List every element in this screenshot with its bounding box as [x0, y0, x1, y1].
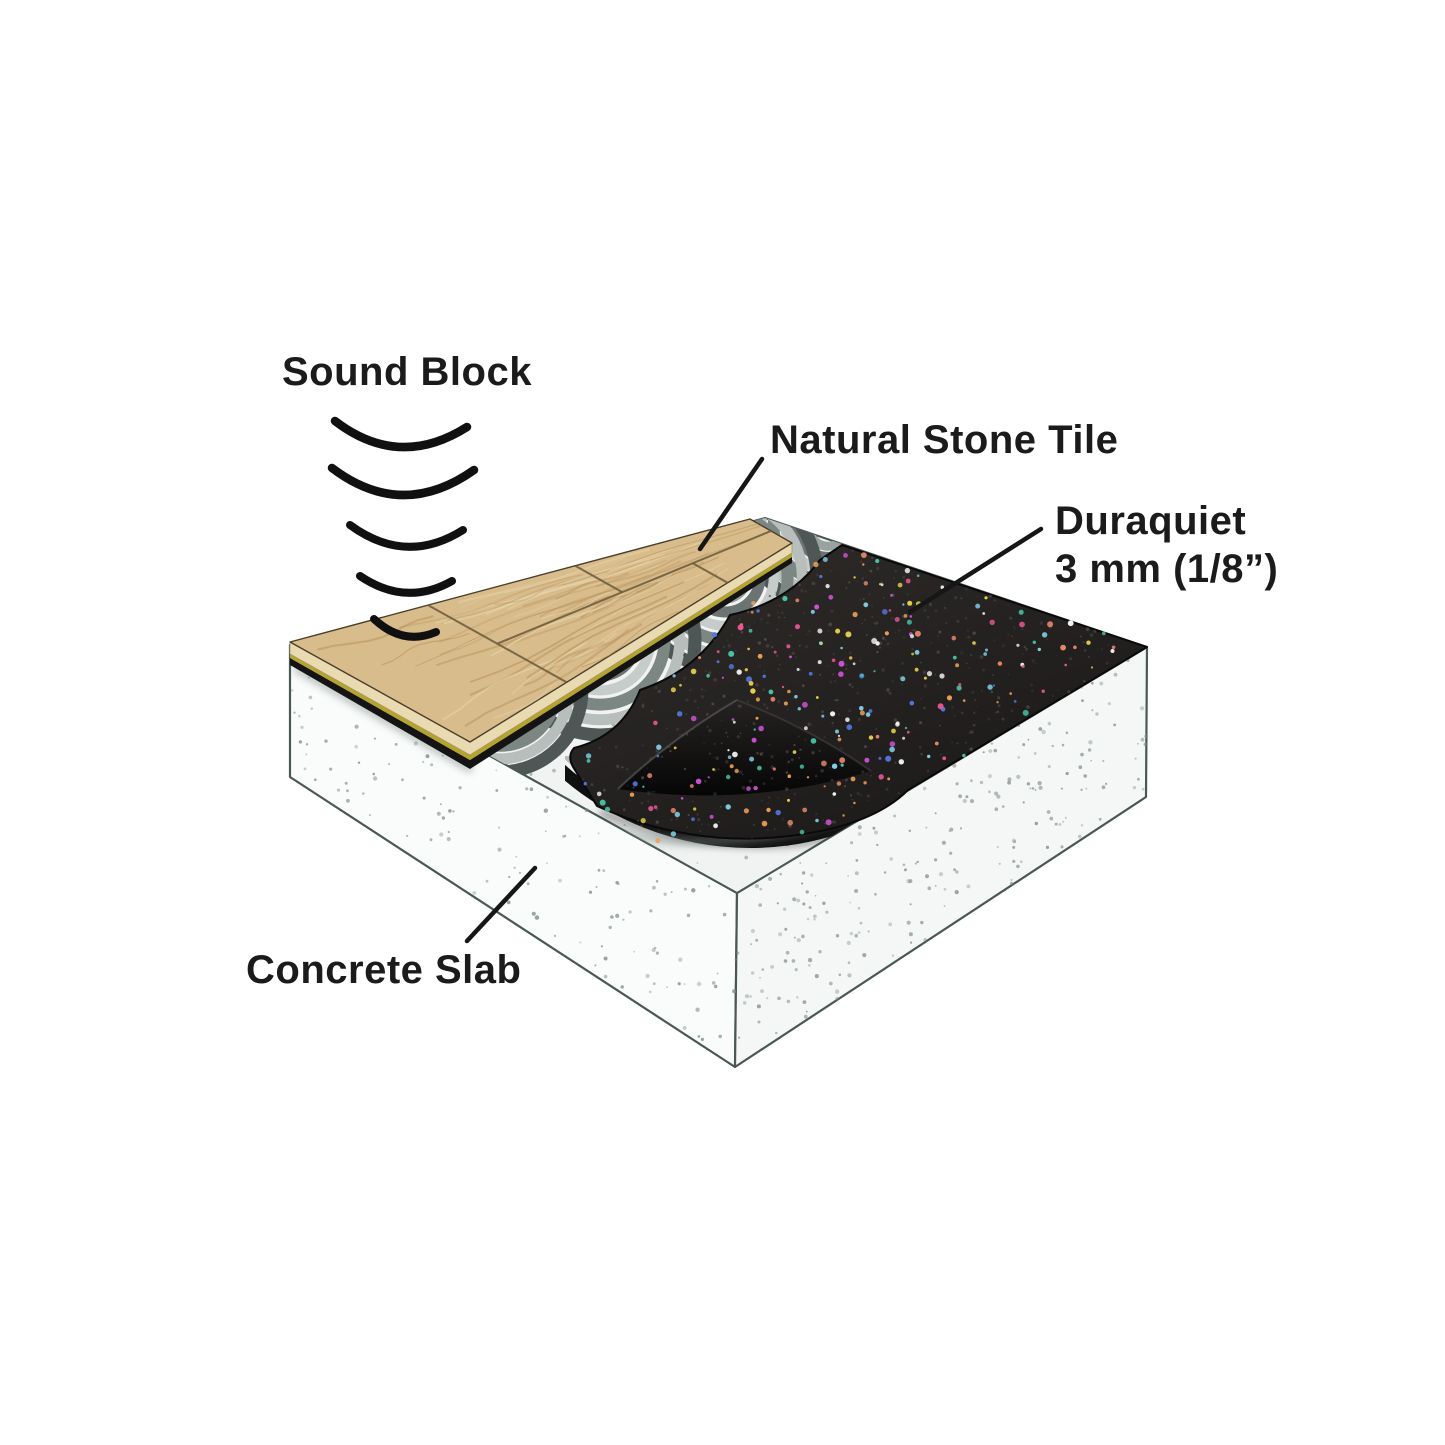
label-duraquiet: Duraquiet 3 mm (1/8”) — [1055, 497, 1278, 593]
stone-tile-plank-layer — [289, 518, 793, 774]
label-natural-stone-tile: Natural Stone Tile — [770, 418, 1119, 462]
label-duraquiet-line2: 3 mm (1/8”) — [1055, 547, 1279, 591]
label-leader-lines — [464, 456, 1044, 944]
label-concrete-slab: Concrete Slab — [246, 948, 522, 992]
sound-wave-arcs-icon — [327, 416, 479, 641]
duraquiet-underlayment-mat — [569, 544, 1148, 844]
label-sound-block: Sound Block — [282, 350, 532, 394]
label-duraquiet-line1: Duraquiet — [1055, 499, 1247, 543]
